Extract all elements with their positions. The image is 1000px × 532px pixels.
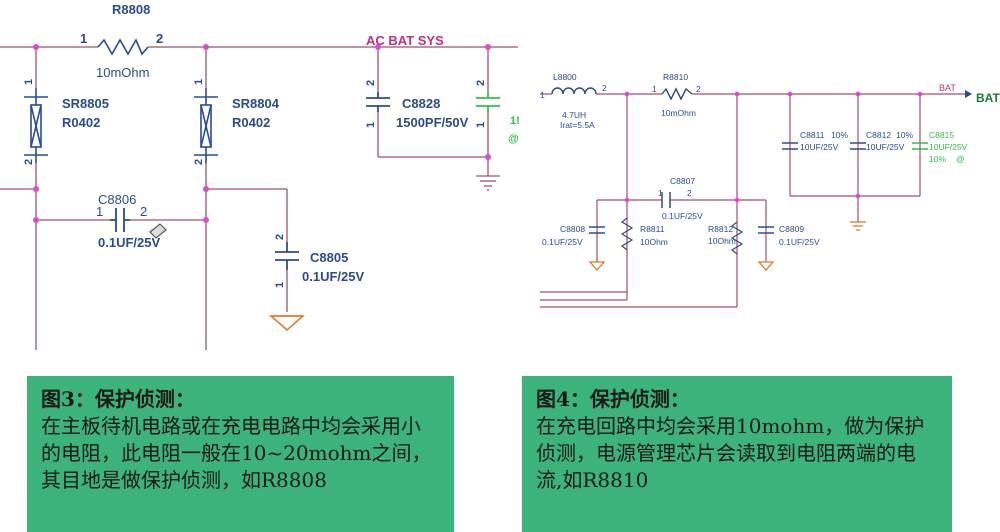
sr8804-pkg: R0402 xyxy=(232,115,270,130)
figure-3-title: 图3：保护侦测： xyxy=(41,387,195,411)
c8806-pin2: 2 xyxy=(140,204,147,219)
r8808-resistor xyxy=(97,38,149,56)
c8805-pin1: 1 xyxy=(274,282,286,288)
r8810-pin2: 2 xyxy=(696,84,701,94)
c8811-value: 10UF/25V xyxy=(800,142,839,152)
r8811-ref: R8811 xyxy=(640,224,665,234)
r8808-value: 10mOhm xyxy=(96,65,149,80)
c8828-capacitor xyxy=(366,92,390,112)
r8812-ref: R8812 xyxy=(708,224,733,234)
pencil-icon xyxy=(149,223,167,239)
bat-port-label: BAT xyxy=(976,91,1000,105)
c8828-value: 1500PF/50V xyxy=(396,115,469,130)
c8809-ref: C8809 xyxy=(779,224,804,234)
l8800-pin1: 1 xyxy=(540,90,545,100)
right-grounds xyxy=(588,221,866,271)
left-schematic: R8808 1 2 10mOhm SR8805 R0402 SR8804 R04… xyxy=(0,2,520,350)
c8806-pin1: 1 xyxy=(96,204,103,219)
c8807-ref: C8807 xyxy=(670,176,695,186)
c8828-ref: C8828 xyxy=(402,96,440,111)
r8808-pin2: 2 xyxy=(156,31,163,46)
sr8804-pin1: 1 xyxy=(193,79,205,85)
c8807-pin2: 2 xyxy=(687,188,692,198)
c8828-pin2: 2 xyxy=(365,80,377,86)
sr8805-pin1: 1 xyxy=(23,79,35,85)
c8812-capacitor xyxy=(850,142,866,150)
c8805-value: 0.1UF/25V xyxy=(302,269,364,284)
figure-3-caption: 图3：保护侦测： 在主板待机电路或在充电电路中均会采用小的电阻，此电阻一般在10… xyxy=(27,376,454,532)
c8808-capacitor xyxy=(589,226,605,234)
l8800-inductor xyxy=(551,87,597,95)
ground-symbol xyxy=(476,175,500,191)
sr8805-pin2: 2 xyxy=(23,159,35,165)
r8811-resistor xyxy=(620,217,634,251)
c8811-ref: C8811 xyxy=(800,130,825,140)
c8809-value: 0.1UF/25V xyxy=(779,237,820,247)
c8812-ref: C8812 xyxy=(866,130,891,140)
r8808-ref: R8808 xyxy=(112,2,150,17)
sr8804-shunt xyxy=(194,88,218,163)
r8808-pin1: 1 xyxy=(80,31,87,46)
c8828-pin1: 1 xyxy=(365,122,377,128)
c8807-pin1: 1 xyxy=(658,188,663,198)
c8805-pin2: 2 xyxy=(274,234,286,240)
left-nodes xyxy=(33,44,491,223)
figure-3-body: 在主板待机电路或在充电电路中均会采用小的电阻，此电阻一般在10~20mohm之间… xyxy=(41,414,432,492)
c8815-ref: C8815 xyxy=(929,130,954,140)
right-wires xyxy=(540,93,965,308)
r8810-value: 10mOhm xyxy=(661,108,696,118)
sr8805-ref: SR8805 xyxy=(62,96,109,111)
r8812-resistor xyxy=(730,221,744,255)
r8810-pin1: 1 xyxy=(652,84,657,94)
green-capacitor xyxy=(476,92,500,112)
c8807-capacitor xyxy=(661,192,671,208)
c8806-value: 0.1UF/25V xyxy=(98,235,160,250)
green-cap-pin2: 2 xyxy=(475,80,487,86)
c8807-value: 0.1UF/25V xyxy=(662,211,703,221)
right-nodes xyxy=(624,91,923,203)
figure-4-title: 图4：保护侦测： xyxy=(536,387,690,411)
c8806-ref: C8806 xyxy=(98,192,136,207)
c8815-at: @ xyxy=(956,154,965,164)
schematic-canvas: R8808 1 2 10mOhm SR8805 R0402 SR8804 R04… xyxy=(0,2,1000,350)
c8811-capacitor xyxy=(782,142,798,150)
c8815-capacitor xyxy=(912,142,928,150)
sr8805-pkg: R0402 xyxy=(62,115,100,130)
bat-net-label: BAT xyxy=(939,83,956,93)
sr8805-shunt xyxy=(24,88,48,163)
c8811-tol: 10% xyxy=(831,130,848,140)
r8810-ref: R8810 xyxy=(663,72,688,82)
c8812-value: 10UF/25V xyxy=(866,142,905,152)
ground-triangle xyxy=(269,315,305,331)
sr8804-pin2: 2 xyxy=(193,159,205,165)
c8812-tol: 10% xyxy=(896,130,913,140)
c8815-tol: 10% xyxy=(929,154,946,164)
c8808-value: 0.1UF/25V xyxy=(542,237,583,247)
figure-4-body: 在充电回路中均会采用10mohm，做为保护侦测，电源管理芯片会读取到电阻两端的电… xyxy=(536,414,925,492)
c8809-capacitor xyxy=(758,226,774,234)
r8811-value: 10Ohm xyxy=(640,237,668,247)
right-schematic: L8800 1 2 4.7UH Irat=5.5A R8810 1 2 10mO… xyxy=(540,72,1000,308)
c8808-ref: C8808 xyxy=(560,224,585,234)
figure-4-caption: 图4：保护侦测： 在充电回路中均会采用10mohm，做为保护侦测，电源管理芯片会… xyxy=(522,376,952,532)
r8812-value: 10Ohm xyxy=(708,236,736,246)
c8805-ref: C8805 xyxy=(310,250,348,265)
l8800-pin2: 2 xyxy=(602,83,607,93)
l8800-ref: L8800 xyxy=(553,72,577,82)
left-wires xyxy=(0,46,518,350)
c8805-capacitor xyxy=(275,242,299,270)
c8806-capacitor xyxy=(110,208,130,232)
bat-port-icon xyxy=(965,90,972,98)
sr8804-ref: SR8804 xyxy=(232,96,280,111)
green-cap-value-b: @ xyxy=(508,133,519,145)
green-cap-value-a: 1! xyxy=(510,115,520,127)
ac-bat-sys-net-label: AC BAT SYS xyxy=(366,33,444,48)
c8815-value: 10UF/25V xyxy=(929,142,968,152)
r8810-resistor xyxy=(661,87,693,101)
l8800-value: 4.7UH xyxy=(562,110,586,120)
l8800-irat: Irat=5.5A xyxy=(560,120,595,130)
green-cap-pin1: 1 xyxy=(475,122,487,128)
